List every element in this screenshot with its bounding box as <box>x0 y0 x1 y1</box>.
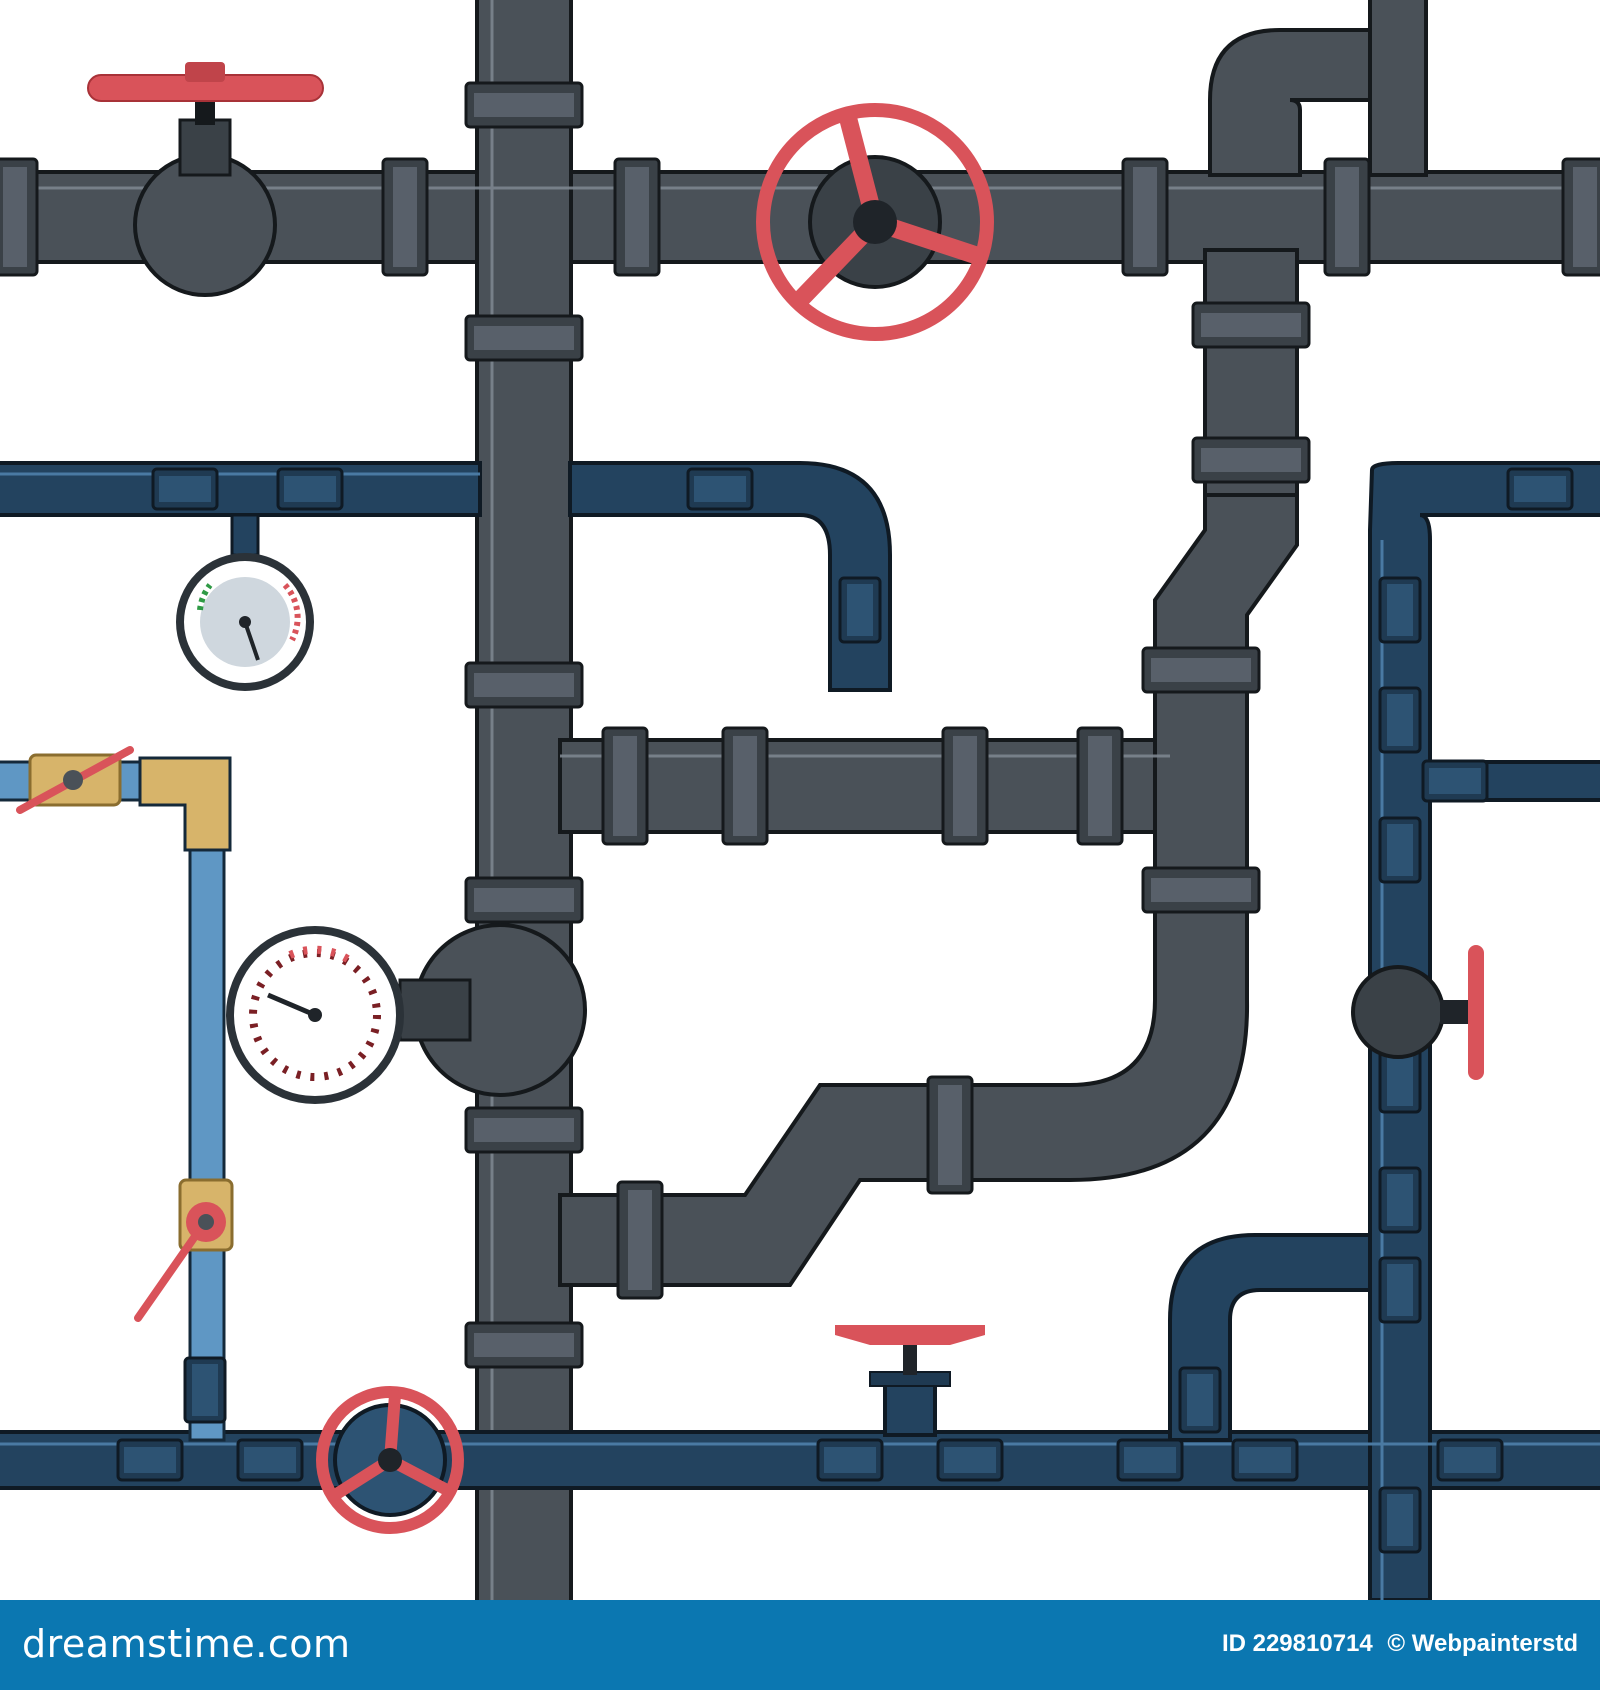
top-wheel-valve <box>756 103 994 341</box>
image-credit: ID 229810714 © Webpainterstd <box>1222 1630 1578 1658</box>
upper-blue-pipe <box>0 461 482 517</box>
light-blue-pipes <box>0 756 232 1442</box>
brass-lever-valve-top <box>16 746 134 814</box>
right-ball-valve <box>1351 945 1484 1080</box>
pipe-illustration <box>0 0 1600 1600</box>
top-right-riser <box>1368 0 1428 177</box>
blue-pipes <box>0 461 1600 1600</box>
lower-pressure-gauge <box>226 923 587 1104</box>
footer-bar: dreamstime.com ID 229810714 © Webpainter… <box>0 1600 1600 1690</box>
image-id: ID 229810714 <box>1221 1630 1373 1657</box>
bottom-wheel-valve <box>316 1386 464 1534</box>
top-right-elbow <box>1208 28 1372 177</box>
lower-bend-pipe <box>558 898 1250 1287</box>
author-credit: © Webpainterstd <box>1387 1630 1578 1657</box>
right-blue-elbow <box>1368 461 1600 1600</box>
small-valve-riser <box>883 1378 937 1437</box>
upper-pressure-gauge <box>176 513 314 691</box>
bottom-t-handle-valve <box>835 1325 985 1387</box>
dreamstime-logo: dreamstime.com <box>22 1622 351 1666</box>
brass-lever-valve-bottom <box>134 1178 234 1322</box>
top-left-valve <box>87 62 324 297</box>
